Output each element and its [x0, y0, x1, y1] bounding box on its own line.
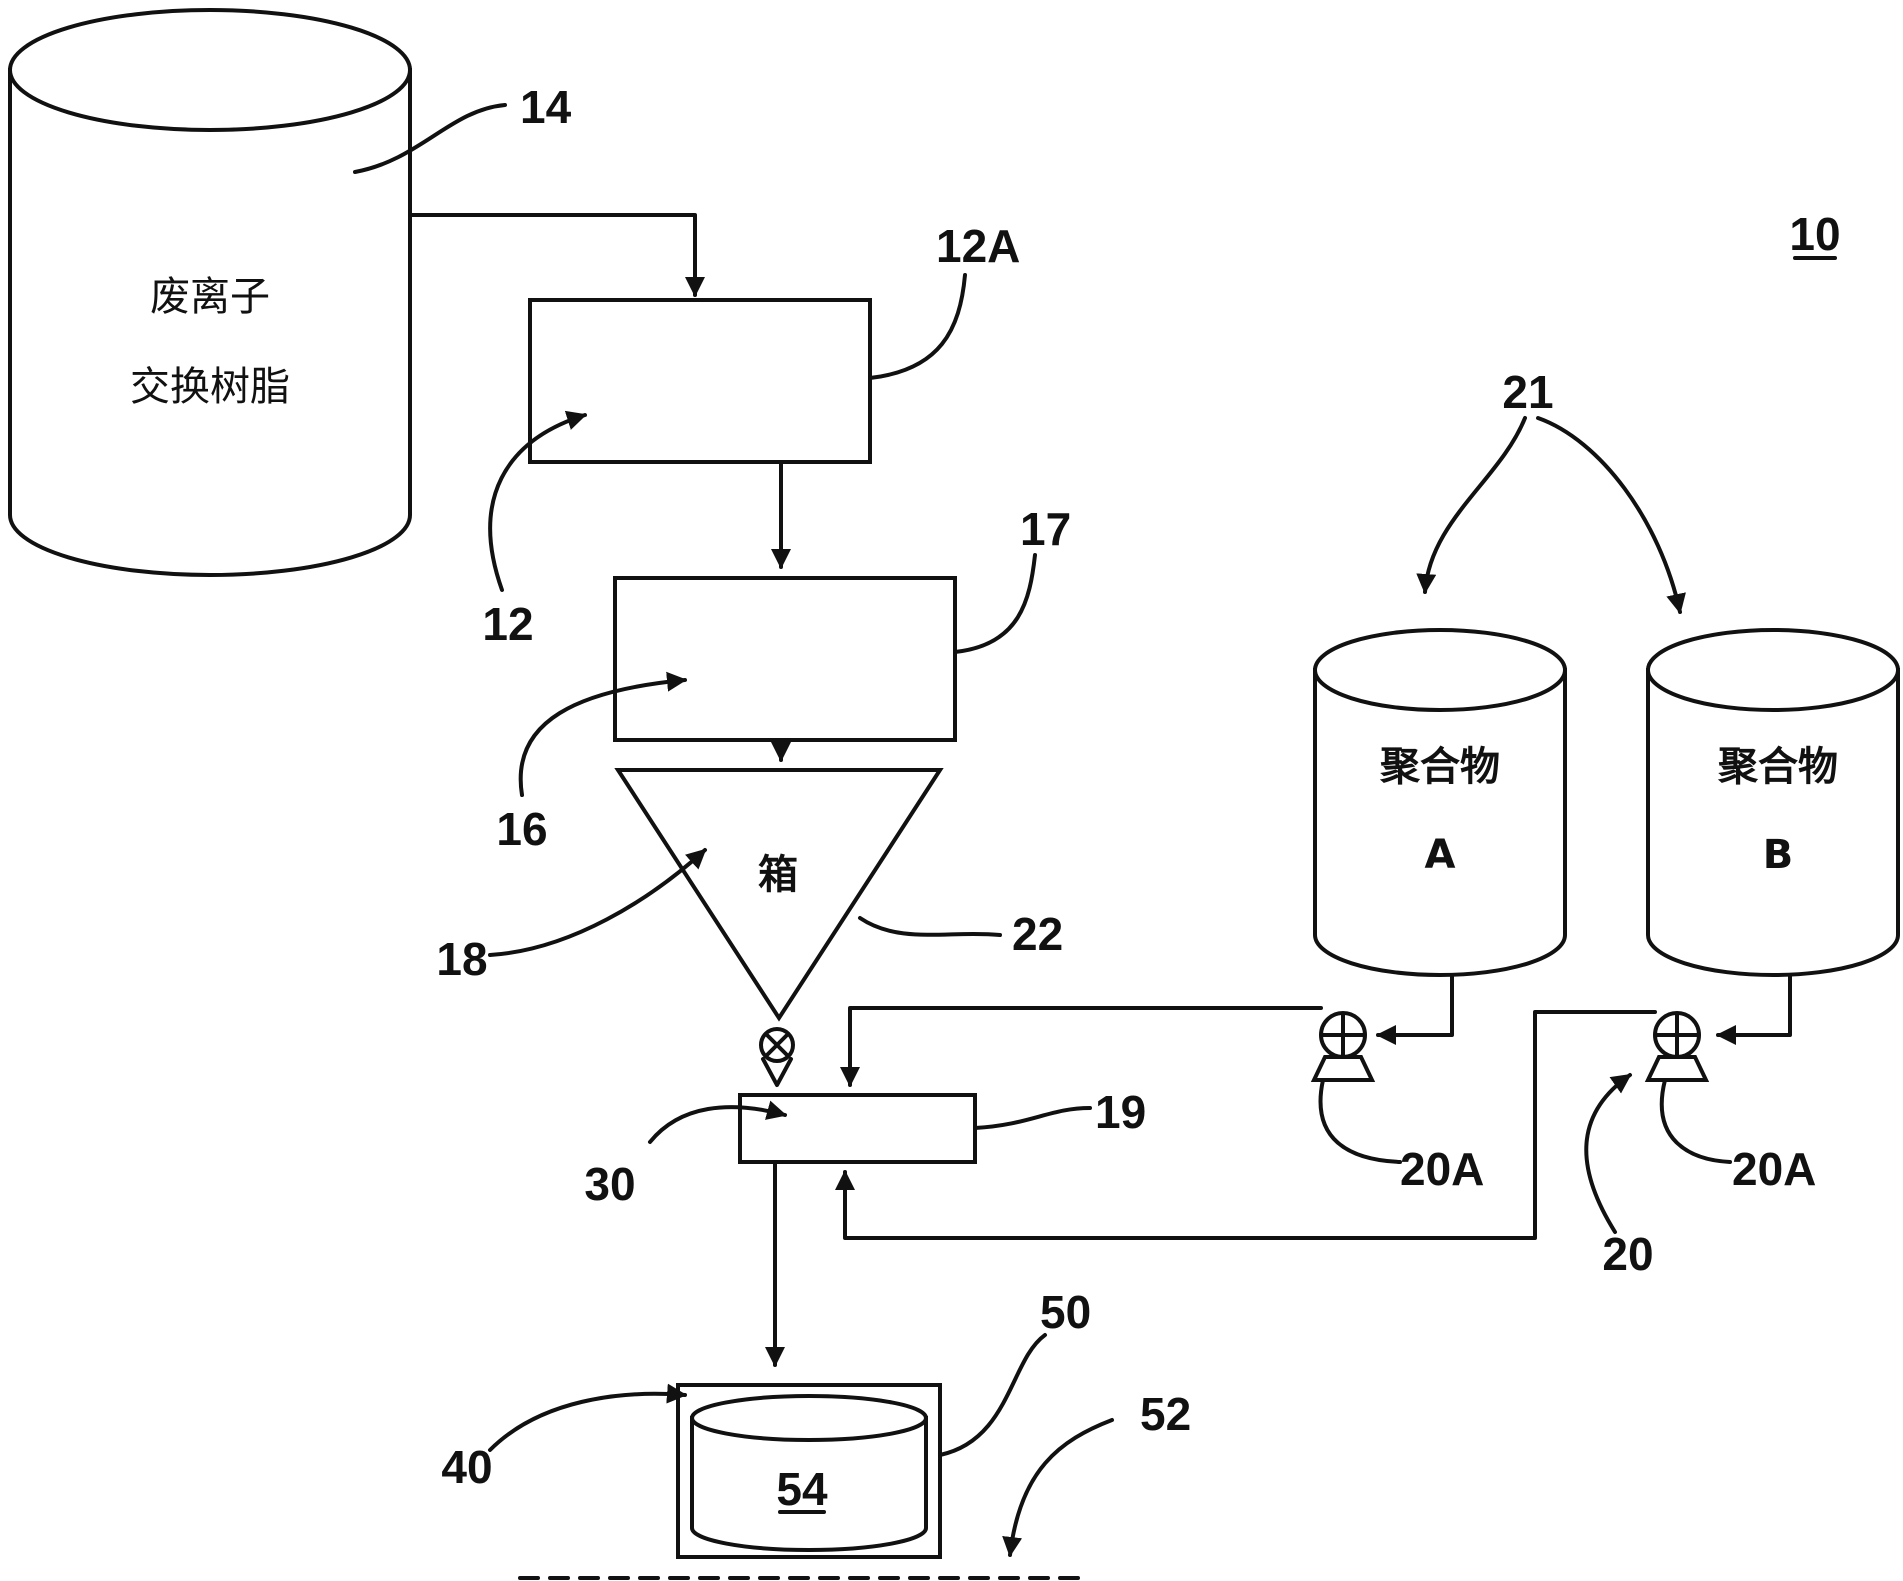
ref-label-21: 21 — [1502, 366, 1553, 418]
ref-label-10: 10 — [1789, 208, 1840, 260]
leader-52 — [1002, 1418, 1114, 1557]
waste-resin-label-line1: 废离子 — [150, 274, 270, 320]
ref-label-20: 20 — [1602, 1228, 1653, 1280]
polymer-a-label-line1: 聚合物 — [1379, 744, 1500, 790]
polymer-b-label-line1: 聚合物 — [1717, 744, 1838, 790]
unit-12-box — [528, 298, 872, 464]
mixer-19-box — [738, 1093, 977, 1164]
ref-label-16: 16 — [496, 803, 547, 855]
leader-18 — [488, 848, 707, 957]
drum-54-label: 54 — [776, 1463, 828, 1515]
flow-arrow-pump-a-to-mixer — [840, 1006, 1323, 1087]
polymer-a-label-line2: A — [1425, 832, 1456, 878]
ref-label-17: 17 — [1020, 503, 1071, 555]
pump-a-icon — [1310, 1011, 1376, 1082]
leader-22 — [858, 916, 1002, 937]
leader-20a-right — [1659, 1078, 1732, 1164]
polymer-b-label-line2: B — [1763, 832, 1794, 878]
leader-14 — [353, 103, 507, 174]
ref-label-52: 52 — [1140, 1388, 1191, 1440]
flow-arrow-tank-a-to-pump-a — [1376, 973, 1454, 1045]
leader-12 — [488, 410, 587, 592]
hopper-label: 箱 — [758, 852, 798, 898]
leader-50 — [938, 1333, 1047, 1457]
leader-30 — [648, 1100, 787, 1144]
ref-label-20a-left: 20A — [1400, 1143, 1484, 1195]
leader-21-right — [1536, 416, 1686, 614]
leader-19 — [973, 1106, 1092, 1130]
ref-label-20a-right: 20A — [1732, 1143, 1816, 1195]
leader-20a-left — [1318, 1078, 1402, 1164]
ref-label-14: 14 — [520, 81, 572, 133]
ref-label-40: 40 — [441, 1441, 492, 1493]
leader-16 — [518, 671, 687, 797]
polymer-a-tank: 聚合物 A — [1313, 628, 1567, 977]
ref-label-19: 19 — [1095, 1086, 1146, 1138]
hopper: 箱 — [614, 768, 944, 1022]
leader-40 — [488, 1383, 687, 1452]
waste-resin-tank: 废离子 交换树脂 — [8, 8, 412, 577]
flow-arrow-pump-b-to-mixer — [835, 1010, 1657, 1240]
flow-arrow-tank-to-unit12 — [408, 213, 705, 297]
leader-21-left — [1416, 416, 1527, 594]
hopper-valve-icon — [759, 1027, 795, 1087]
ref-label-12: 12 — [482, 598, 533, 650]
leader-20 — [1584, 1073, 1632, 1234]
ref-label-22: 22 — [1012, 908, 1063, 960]
drum-54: 54 — [690, 1394, 928, 1552]
leader-12a — [868, 273, 967, 380]
waste-resin-label-line2: 交换树脂 — [130, 364, 290, 410]
flow-arrow-tank-b-to-pump-b — [1716, 973, 1792, 1045]
ref-label-12a: 12A — [936, 220, 1020, 272]
pump-b-icon — [1644, 1011, 1710, 1082]
polymer-b-tank: 聚合物 B — [1646, 628, 1900, 977]
leader-17 — [953, 553, 1037, 654]
ref-label-18: 18 — [436, 933, 487, 985]
ref-label-30: 30 — [584, 1158, 635, 1210]
unit-17-box — [613, 576, 957, 742]
ref-label-50: 50 — [1040, 1286, 1091, 1338]
